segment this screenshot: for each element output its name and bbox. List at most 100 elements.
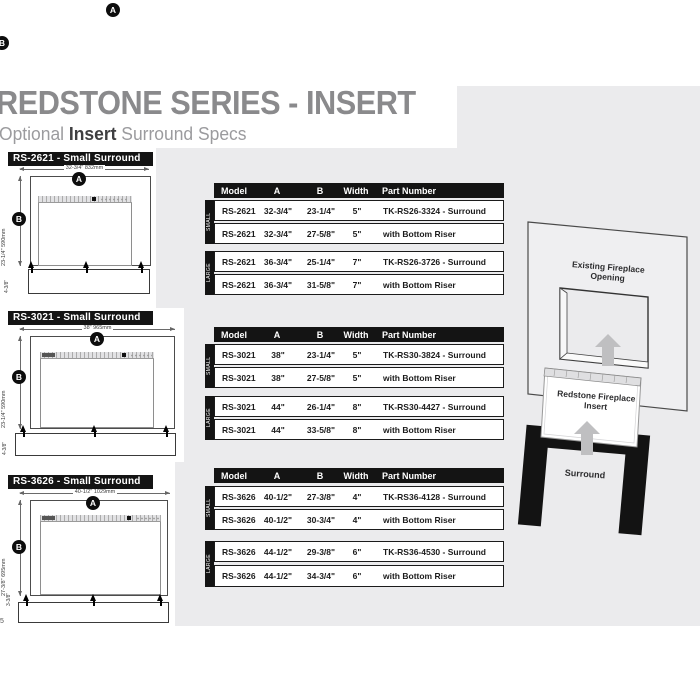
up-block-arrow-icon	[595, 334, 621, 366]
cell-a: 44"	[271, 424, 285, 435]
cell-model: RS-2621	[222, 279, 256, 290]
cell-part: TK-RS30-3824 - Surround	[383, 349, 486, 360]
cell-model: RS-3021	[222, 424, 256, 435]
cell-b: 26-1/4"	[306, 401, 336, 412]
marker-b-badge: B	[12, 370, 26, 384]
col-header-b: B	[316, 329, 324, 340]
height-dim-label: 27-3/8" 695mm	[1, 558, 7, 596]
cell-model: RS-3021	[222, 401, 256, 412]
cell-a: 38"	[271, 372, 285, 383]
height-dim-label: 23-1/4" 590mm	[1, 390, 7, 428]
side-label-small-surround: SMALL SURROUND	[205, 200, 221, 244]
side-label-large-surround: LARGE SURROUND	[205, 541, 221, 587]
bottom-riser-outline	[28, 269, 150, 294]
dim-arrow-up-icon	[17, 500, 22, 505]
col-header-part: Part Number	[382, 329, 437, 340]
width-dim-label: 40-1/2" 1029mm	[72, 489, 118, 495]
bottom-riser-outline	[15, 433, 176, 456]
side-label-large-surround: LARGE SURROUND	[205, 251, 221, 295]
table-row: RS-3626 40-1/2" 27-3/8" 4" TK-RS36-4128 …	[214, 486, 504, 507]
corner-stray-label: 5	[0, 618, 4, 625]
col-header-b: B	[316, 185, 324, 196]
cell-b: 23-1/4"	[306, 205, 336, 216]
cell-part: with Bottom Riser	[383, 279, 456, 290]
up-arrow-icon	[83, 261, 89, 268]
marker-a-badge: A	[86, 496, 100, 510]
table-row: RS-3626 44-1/2" 34-3/4" 6" with Bottom R…	[214, 565, 504, 587]
cell-width: 6"	[352, 546, 362, 557]
cell-a: 44-1/2"	[263, 546, 293, 557]
section-header-rs3021: RS-3021 - Small Surround	[8, 311, 153, 325]
firebox-outline	[38, 196, 132, 266]
dim-arrow-left-icon	[19, 166, 24, 171]
marker-a-badge-top: A	[106, 3, 120, 17]
cell-model: RS-3626	[222, 491, 256, 502]
col-header-a: A	[273, 329, 281, 340]
cell-b: 34-3/4"	[306, 571, 336, 581]
brand-logo-icon	[42, 516, 55, 520]
cell-width: 8"	[352, 424, 362, 435]
up-block-arrow-icon	[574, 421, 600, 455]
cell-model: RS-2621	[222, 205, 256, 216]
cell-width: 7"	[352, 279, 362, 290]
col-header-width: Width	[343, 185, 369, 196]
power-dot-icon	[91, 197, 96, 201]
subtitle-emphasis: Insert	[68, 124, 117, 144]
up-arrow-stem	[92, 600, 95, 606]
up-arrow-stem	[22, 431, 25, 437]
cell-model: RS-3021	[222, 372, 256, 383]
cell-width: 5"	[352, 228, 362, 239]
table-row: RS-3021 38" 23-1/4" 5" TK-RS30-3824 - Su…	[214, 344, 504, 365]
cell-a: 32-3/4"	[263, 228, 293, 239]
title-background	[0, 86, 457, 148]
up-arrow-icon	[28, 261, 34, 268]
subtitle-post: Surround Specs	[116, 124, 247, 144]
subtitle-pre: Optional	[0, 124, 69, 144]
cell-a: 36-3/4"	[263, 256, 293, 267]
cell-part: with Bottom Riser	[383, 372, 456, 383]
up-arrow-icon	[157, 594, 163, 601]
col-header-b: B	[316, 470, 324, 481]
up-arrow-icon	[23, 594, 29, 601]
table-row: RS-3626 40-1/2" 30-3/4" 4" with Bottom R…	[214, 509, 504, 530]
firebox-outline	[40, 515, 161, 595]
cell-part: with Bottom Riser	[383, 514, 456, 525]
table-row: RS-3021 44" 26-1/4" 8" TK-RS30-4427 - Su…	[214, 396, 504, 417]
marker-b-badge: B	[12, 212, 26, 226]
section-header-rs3626: RS-3626 - Small Surround	[8, 475, 153, 489]
dim-arrow-right-icon	[165, 490, 170, 495]
side-label-large-surround: LARGE SURROUND	[205, 396, 221, 440]
dim-arrow-right-icon	[170, 326, 175, 331]
dim-arrow-up-icon	[17, 176, 22, 181]
riser-dim-label: 4-3/8"	[4, 279, 10, 293]
cell-b: 30-3/4"	[306, 514, 336, 525]
install-diagram	[517, 221, 688, 536]
cell-width: 4"	[352, 514, 362, 525]
brand-logo-icon	[42, 353, 55, 357]
cell-b: 27-5/8"	[306, 372, 336, 383]
cell-model: RS-3626	[222, 546, 256, 557]
side-label-small-surround: SMALL SURROUND	[205, 344, 221, 388]
col-header-a: A	[273, 470, 281, 481]
marker-b-badge-top: B	[0, 36, 9, 50]
cell-part: TK-RS30-4427 - Surround	[383, 401, 486, 412]
cell-width: 8"	[352, 401, 362, 412]
table-row: RS-3021 38" 27-5/8" 5" with Bottom Riser	[214, 367, 504, 388]
insert-louver-strip	[543, 367, 642, 387]
col-header-part: Part Number	[382, 470, 437, 481]
marker-b-badge: B	[12, 540, 26, 554]
table-header: Model A B Width Part Number	[214, 183, 504, 198]
up-arrow-icon	[91, 425, 97, 432]
cell-a: 44"	[271, 401, 285, 412]
table-row: RS-3021 44" 33-5/8" 8" with Bottom Riser	[214, 419, 504, 440]
col-header-a: A	[273, 185, 281, 196]
led-dots-icon	[100, 198, 129, 201]
riser-dim-label: 4-3/8"	[2, 441, 8, 455]
up-arrow-stem	[30, 267, 33, 273]
table-row: RS-2621 32-3/4" 23-1/4" 5" TK-RS26-3324 …	[214, 200, 504, 221]
control-strip	[40, 352, 154, 359]
cell-b: 33-5/8"	[306, 424, 336, 435]
cell-part: TK-RS26-3726 - Surround	[383, 256, 486, 267]
table-header: Model A B Width Part Number	[214, 468, 504, 483]
